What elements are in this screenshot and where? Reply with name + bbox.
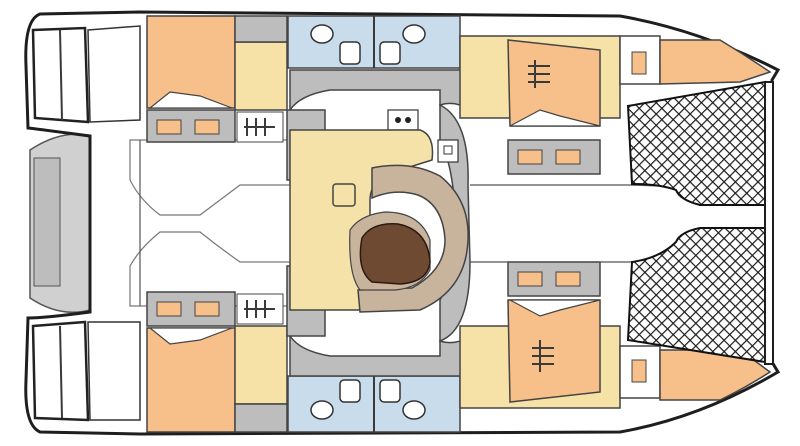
cockpit	[129, 139, 291, 307]
steps-icon	[236, 111, 284, 143]
aft-cabin-starboard	[146, 291, 288, 433]
stern-steps-starboard	[31, 320, 141, 422]
saloon-table	[359, 223, 431, 285]
trampoline-net-icon	[626, 80, 766, 364]
stove-icon	[437, 139, 459, 163]
forward-crossbeam	[764, 81, 774, 365]
forward-cabin-port	[459, 35, 772, 175]
steps-icon	[532, 340, 554, 372]
wc-toilet-icon	[310, 400, 426, 420]
stern-steps-port	[31, 25, 141, 124]
aft-cabin-port	[146, 15, 288, 143]
galley-sink-icon	[387, 109, 419, 131]
wc-toilet-icon	[310, 24, 426, 44]
saloon-hatch	[332, 183, 356, 207]
lounge-seating	[357, 164, 469, 313]
steps-icon	[528, 60, 550, 88]
wash-basin-icon	[339, 41, 401, 65]
wash-basin-icon	[339, 379, 401, 403]
head-starboard	[287, 375, 461, 433]
stern-davit	[29, 133, 91, 313]
forward-cabin-starboard	[459, 261, 772, 409]
head-port	[287, 15, 461, 69]
steps-icon	[236, 293, 284, 325]
